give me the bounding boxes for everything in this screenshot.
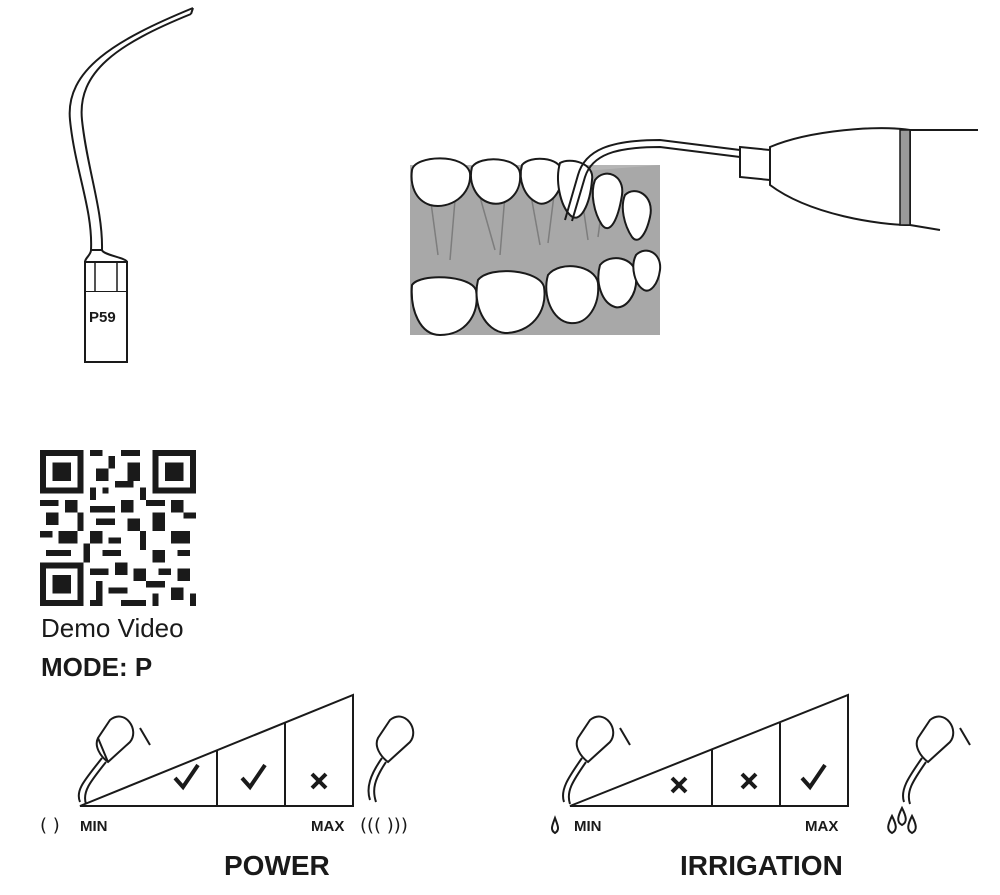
qr-caption: Demo Video — [41, 613, 184, 643]
power-level-3-cross-icon — [310, 772, 328, 790]
handpiece-max-icon — [367, 715, 415, 803]
power-min-label: MIN — [80, 818, 108, 835]
irrigation-title: IRRIGATION — [680, 850, 843, 881]
handpiece-min-icon — [562, 715, 631, 805]
drop-small-icon — [551, 815, 559, 835]
power-max-label: MAX — [311, 818, 345, 835]
power-scale-diagram: ( ) ((( ))) — [40, 693, 415, 836]
irrigation-level-1-cross-icon — [670, 776, 688, 794]
scaler-tip-illustration — [68, 7, 194, 363]
power-title: POWER — [224, 850, 330, 881]
handpiece-max-icon — [902, 715, 971, 805]
irrigation-scale-diagram — [551, 693, 971, 835]
irrigation-level-3-check-icon — [800, 763, 827, 791]
mouth-treatment-illustration — [410, 127, 978, 337]
power-level-1-check-icon — [173, 763, 200, 791]
irrigation-level-2-cross-icon — [740, 772, 758, 790]
power-level-triangle — [79, 693, 354, 807]
irrigation-max-label: MAX — [805, 818, 839, 835]
power-level-2-check-icon — [240, 763, 267, 791]
irrigation-level-triangle — [569, 693, 849, 807]
mode-label: MODE: P — [41, 652, 153, 682]
handpiece-min-icon — [77, 715, 151, 805]
irrigation-min-label: MIN — [574, 818, 602, 835]
drops-large-icon — [887, 805, 917, 835]
qr-code[interactable] — [40, 450, 196, 606]
svg-text:((( ))): ((( ))) — [360, 815, 408, 836]
tip-code-label: P59 — [89, 309, 116, 326]
svg-text:( ): ( ) — [40, 815, 60, 836]
